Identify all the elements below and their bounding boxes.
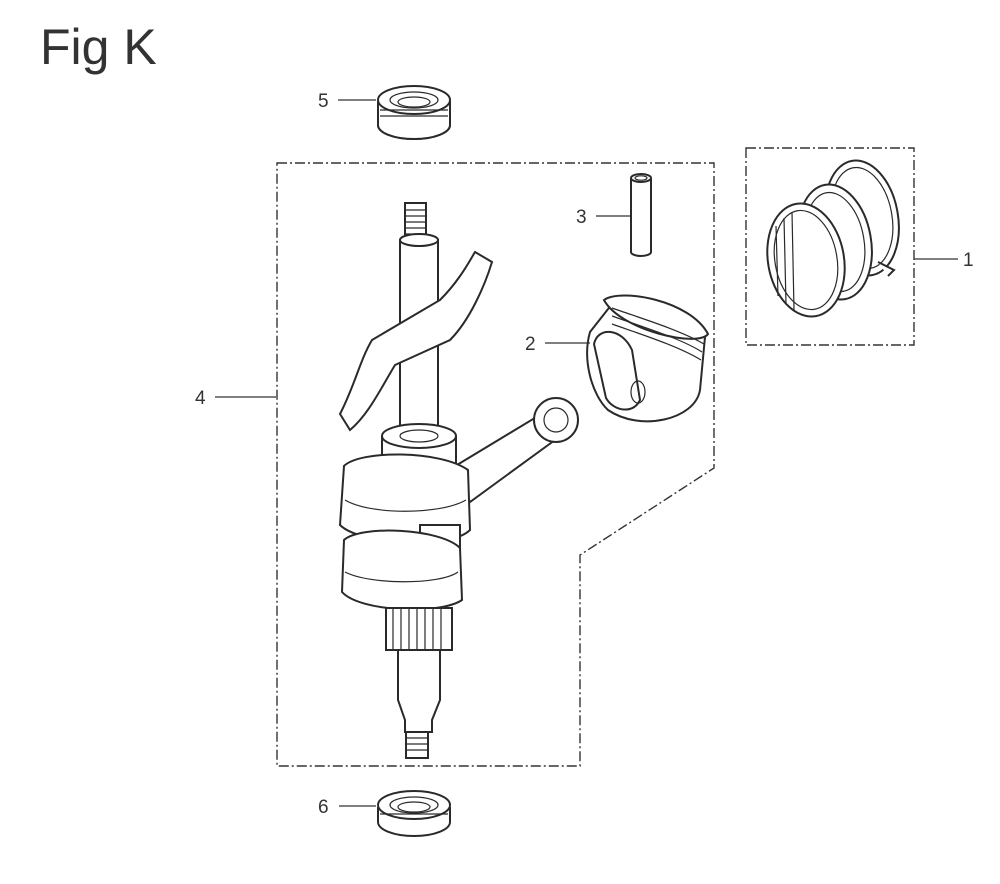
callout-2: 2	[525, 334, 536, 355]
crankshaft-assembly-icon[interactable]	[338, 202, 579, 759]
piston-ring-set-icon[interactable]	[759, 155, 908, 323]
callout-6: 6	[318, 797, 329, 818]
oil-seal-top-icon[interactable]	[377, 85, 451, 140]
oil-seal-bottom-icon[interactable]	[377, 790, 451, 837]
callout-3: 3	[576, 207, 587, 228]
piston-pin-icon[interactable]	[630, 173, 652, 257]
ring-set-group-outline	[745, 147, 915, 346]
assembly-group-outline	[276, 162, 715, 767]
callout-5: 5	[318, 91, 329, 112]
figure-title: Fig K	[40, 19, 157, 75]
callout-1: 1	[963, 250, 974, 271]
callout-4: 4	[195, 388, 206, 409]
piston-icon[interactable]	[586, 294, 710, 423]
